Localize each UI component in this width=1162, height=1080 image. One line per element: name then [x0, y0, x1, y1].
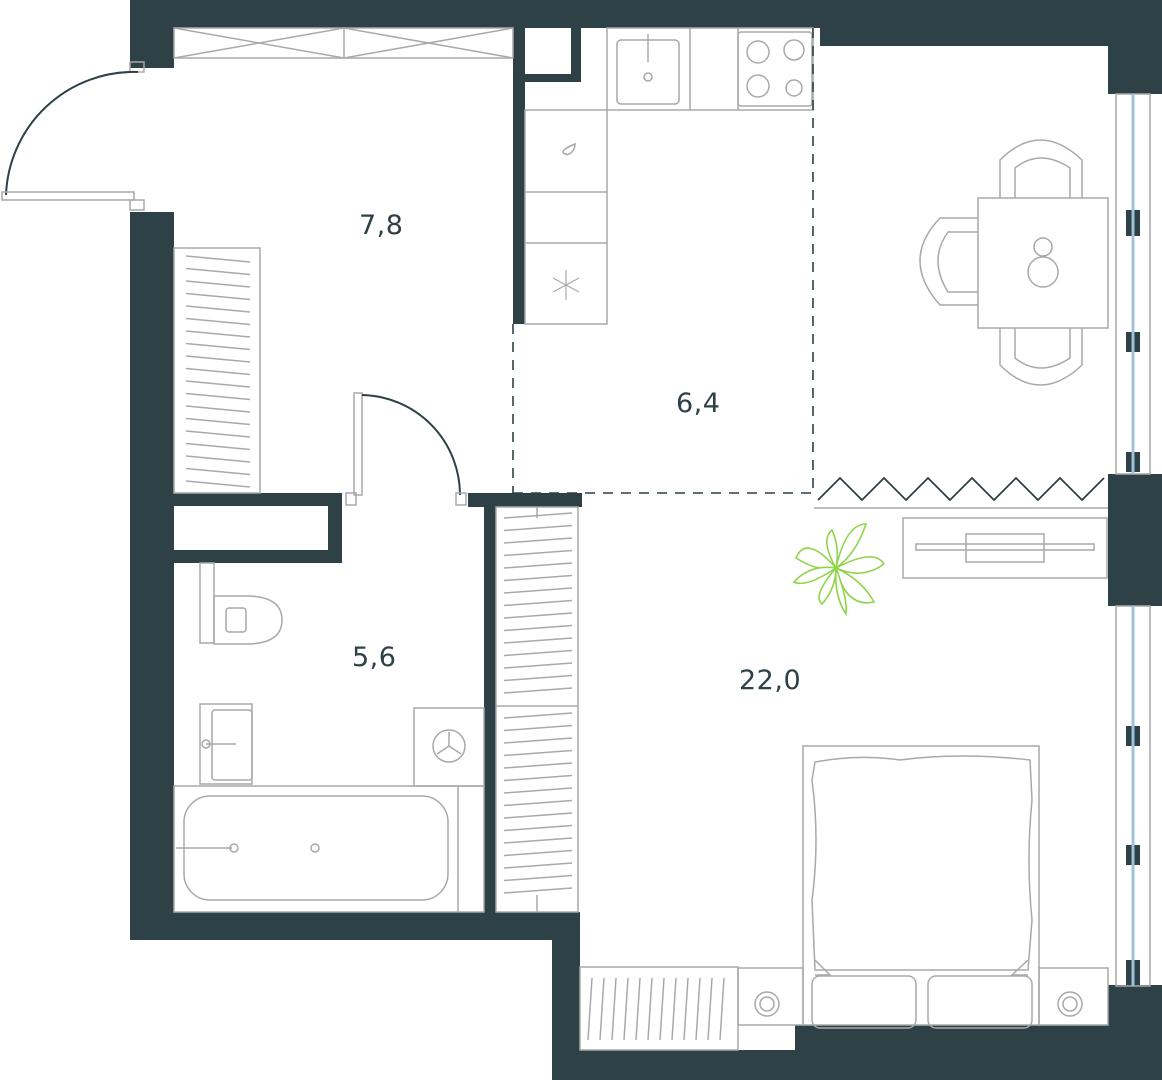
hatch-line — [503, 612, 573, 619]
hatch-line — [503, 662, 573, 669]
washing-machine — [413, 707, 485, 787]
hatch-line — [503, 849, 573, 857]
toilet — [199, 562, 283, 645]
hatch-line — [185, 467, 251, 476]
drawer-slat — [671, 977, 677, 1041]
hatch-line — [503, 537, 573, 544]
hatch-line — [503, 812, 573, 819]
hatch-line — [503, 774, 573, 782]
washbasin — [199, 703, 253, 785]
hatch-line — [503, 649, 573, 657]
hatch-line — [503, 712, 573, 719]
drawer-slat — [599, 977, 605, 1041]
radiator — [814, 476, 1108, 509]
drawer-slat — [587, 977, 593, 1041]
bathroom-door — [345, 392, 467, 506]
hatch-line — [503, 587, 573, 594]
hatch-line — [185, 330, 251, 338]
hatch-line — [185, 405, 251, 413]
hatch-line — [185, 317, 251, 326]
drawer-slat — [683, 977, 689, 1041]
wardrobe — [495, 506, 579, 913]
plant-icon — [792, 523, 886, 617]
hatch-line — [503, 874, 573, 882]
hatch-line — [503, 512, 573, 519]
drawer-slat — [611, 977, 617, 1041]
walls — [130, 0, 1162, 1080]
bed — [737, 745, 1109, 1029]
hatch-line — [503, 837, 573, 844]
drawer-slat — [695, 977, 701, 1041]
room-area-living-room: 22,0 — [739, 665, 802, 696]
hatch-line — [185, 417, 251, 426]
kitchen-zone-outline — [512, 28, 814, 494]
hatch-line — [503, 887, 573, 894]
hatch-line — [185, 392, 251, 401]
hatch-line — [503, 624, 573, 632]
room-area-kitchen: 6,4 — [676, 388, 721, 419]
hatch-line — [503, 599, 573, 607]
hatch-line — [185, 480, 251, 488]
tv-stand — [902, 517, 1108, 579]
hatch-line — [503, 637, 573, 644]
hatch-line — [503, 862, 573, 869]
hatch-line — [185, 380, 251, 388]
hatch-line — [503, 737, 573, 744]
hatch-line — [185, 255, 251, 263]
hatch-line — [503, 524, 573, 532]
chest-of-drawers — [579, 966, 739, 1051]
hatch-line — [503, 824, 573, 832]
hatch-line — [503, 749, 573, 757]
drawer-slat — [635, 977, 641, 1041]
hatch-line — [185, 267, 251, 276]
hatch-line — [185, 305, 251, 313]
drawer-slat — [719, 977, 725, 1041]
hatch-line — [185, 342, 251, 351]
hatch-line — [503, 724, 573, 732]
room-area-hallway: 7,8 — [359, 210, 404, 241]
drawer-slat — [707, 977, 713, 1041]
hallway-shelf — [173, 247, 261, 494]
hatch-line — [503, 549, 573, 557]
dining-table — [919, 139, 1109, 386]
bathtub — [173, 785, 485, 913]
hatch-line — [503, 562, 573, 569]
room-area-bathroom: 5,6 — [352, 642, 397, 673]
hatch-line — [185, 292, 251, 301]
hatch-line — [503, 674, 573, 682]
hatch-line — [185, 367, 251, 376]
hatch-line — [185, 355, 251, 363]
hatch-line — [503, 687, 573, 694]
hatch-line — [503, 799, 573, 807]
windows — [1115, 93, 1151, 987]
hatch-line — [503, 762, 573, 769]
hallway-top-wardrobe — [173, 27, 514, 59]
hatch-line — [503, 574, 573, 582]
hatch-line — [185, 455, 251, 463]
hatch-line — [503, 787, 573, 794]
entrance-door — [1, 61, 145, 211]
hatch-line — [185, 280, 251, 288]
drawer-slat — [647, 977, 653, 1041]
drawer-slat — [659, 977, 665, 1041]
hatch-line — [185, 442, 251, 451]
drawer-slat — [623, 977, 629, 1041]
hatch-line — [185, 430, 251, 438]
